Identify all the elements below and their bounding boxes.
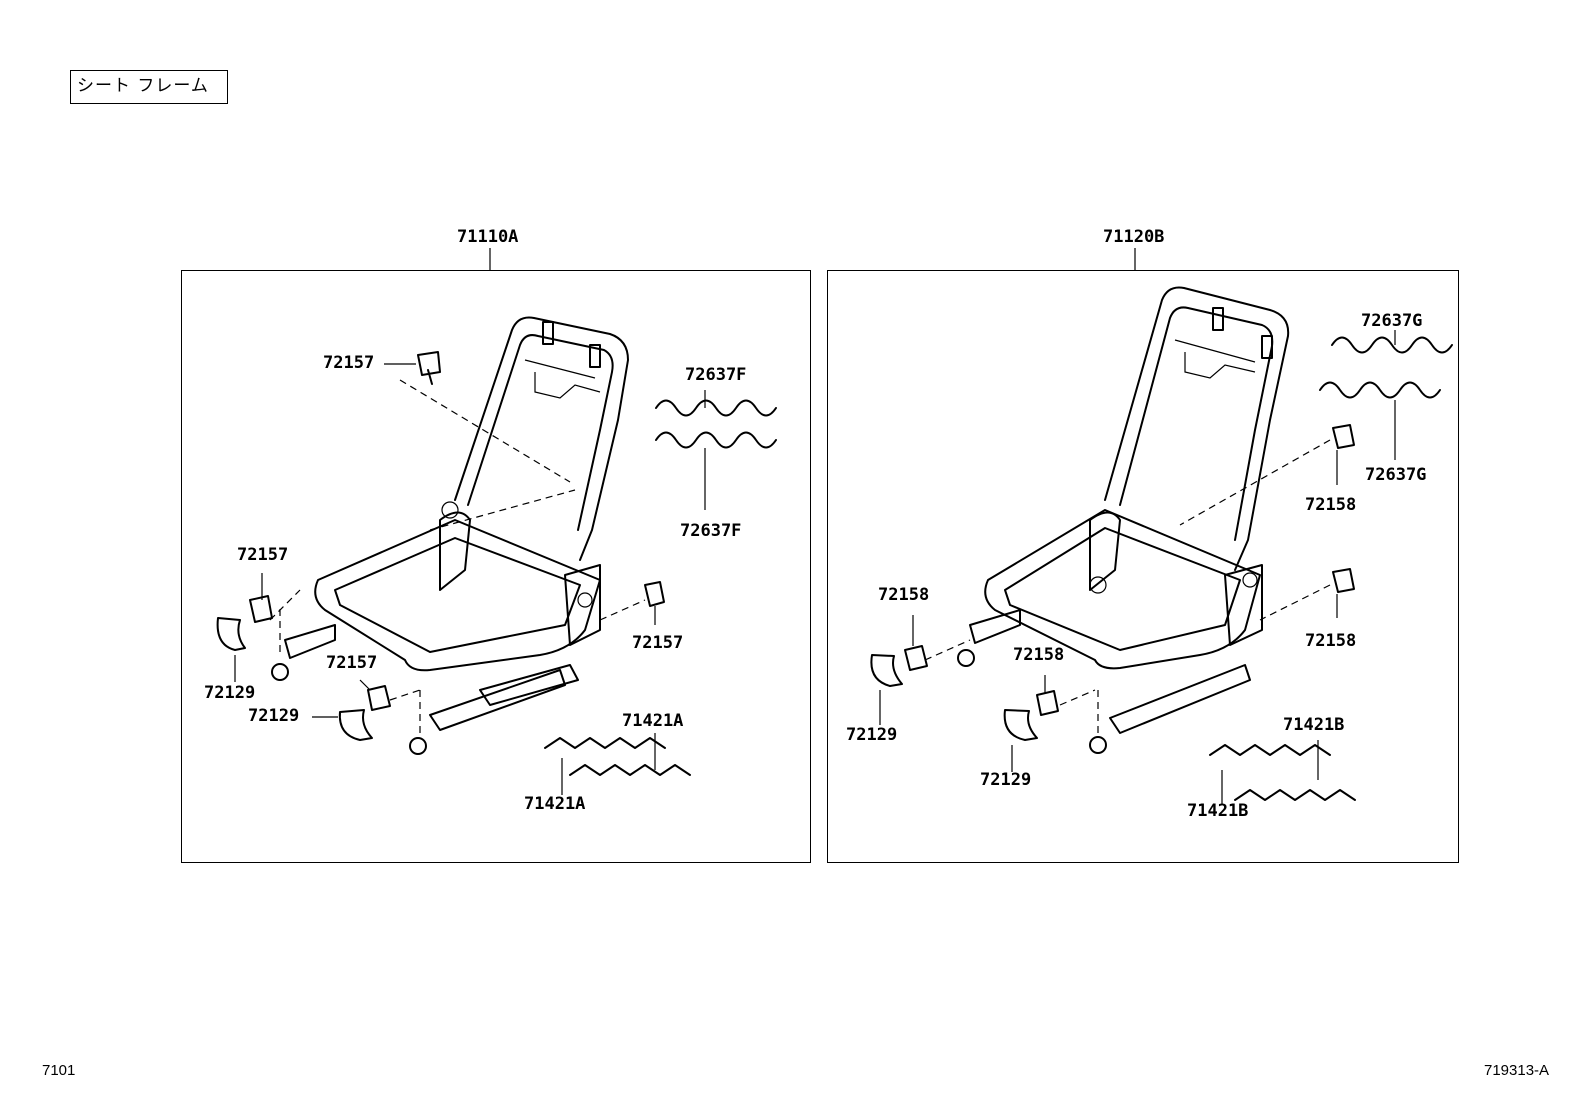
footer-right-code: 719313-A (1484, 1062, 1550, 1079)
callout-cover-72129-lower[interactable]: 72129 (980, 770, 1032, 790)
callout-bracket-72158-right-lower[interactable]: 72158 (1305, 631, 1357, 651)
callout-spring-71421A-lower[interactable]: 71421A (524, 794, 586, 814)
callout-bracket-72158-lower[interactable]: 72158 (1013, 645, 1065, 665)
callout-bracket-72158-left[interactable]: 72158 (878, 585, 930, 605)
callout-cover-72129-lower[interactable]: 72129 (248, 706, 300, 726)
callout-spring-71421B-upper[interactable]: 71421B (1283, 715, 1345, 735)
left-seat-frame-icon (216, 316, 777, 795)
callout-cover-72129-left[interactable]: 72129 (846, 725, 898, 745)
callout-cover-72129-left[interactable]: 72129 (204, 683, 256, 703)
assembly-panel-left (181, 270, 811, 863)
assembly-part-number-left[interactable]: 71110A (457, 227, 519, 247)
callout-spring-71421A-upper[interactable]: 71421A (622, 711, 684, 731)
callout-spring-72637G-upper[interactable]: 72637G (1361, 311, 1423, 331)
footer-left-code: 7101 (42, 1062, 76, 1079)
callout-spring-72637F-upper[interactable]: 72637F (685, 365, 747, 385)
assembly-part-number-right[interactable]: 71120B (1103, 227, 1165, 247)
callout-bracket-72157-left[interactable]: 72157 (237, 545, 289, 565)
callout-spring-71421B-lower[interactable]: 71421B (1187, 801, 1249, 821)
page-title: シート フレーム (70, 70, 228, 104)
callout-bracket-72157-top[interactable]: 72157 (323, 353, 375, 373)
callout-bracket-72158-right-upper[interactable]: 72158 (1305, 495, 1357, 515)
callout-spring-72637G-lower[interactable]: 72637G (1365, 465, 1427, 485)
assembly-panel-right (827, 270, 1459, 863)
callout-bracket-72157-right[interactable]: 72157 (632, 633, 684, 653)
callout-bracket-72157-lower[interactable]: 72157 (326, 653, 378, 673)
callout-spring-72637F-lower[interactable]: 72637F (680, 521, 742, 541)
right-seat-frame-icon (870, 286, 1453, 805)
